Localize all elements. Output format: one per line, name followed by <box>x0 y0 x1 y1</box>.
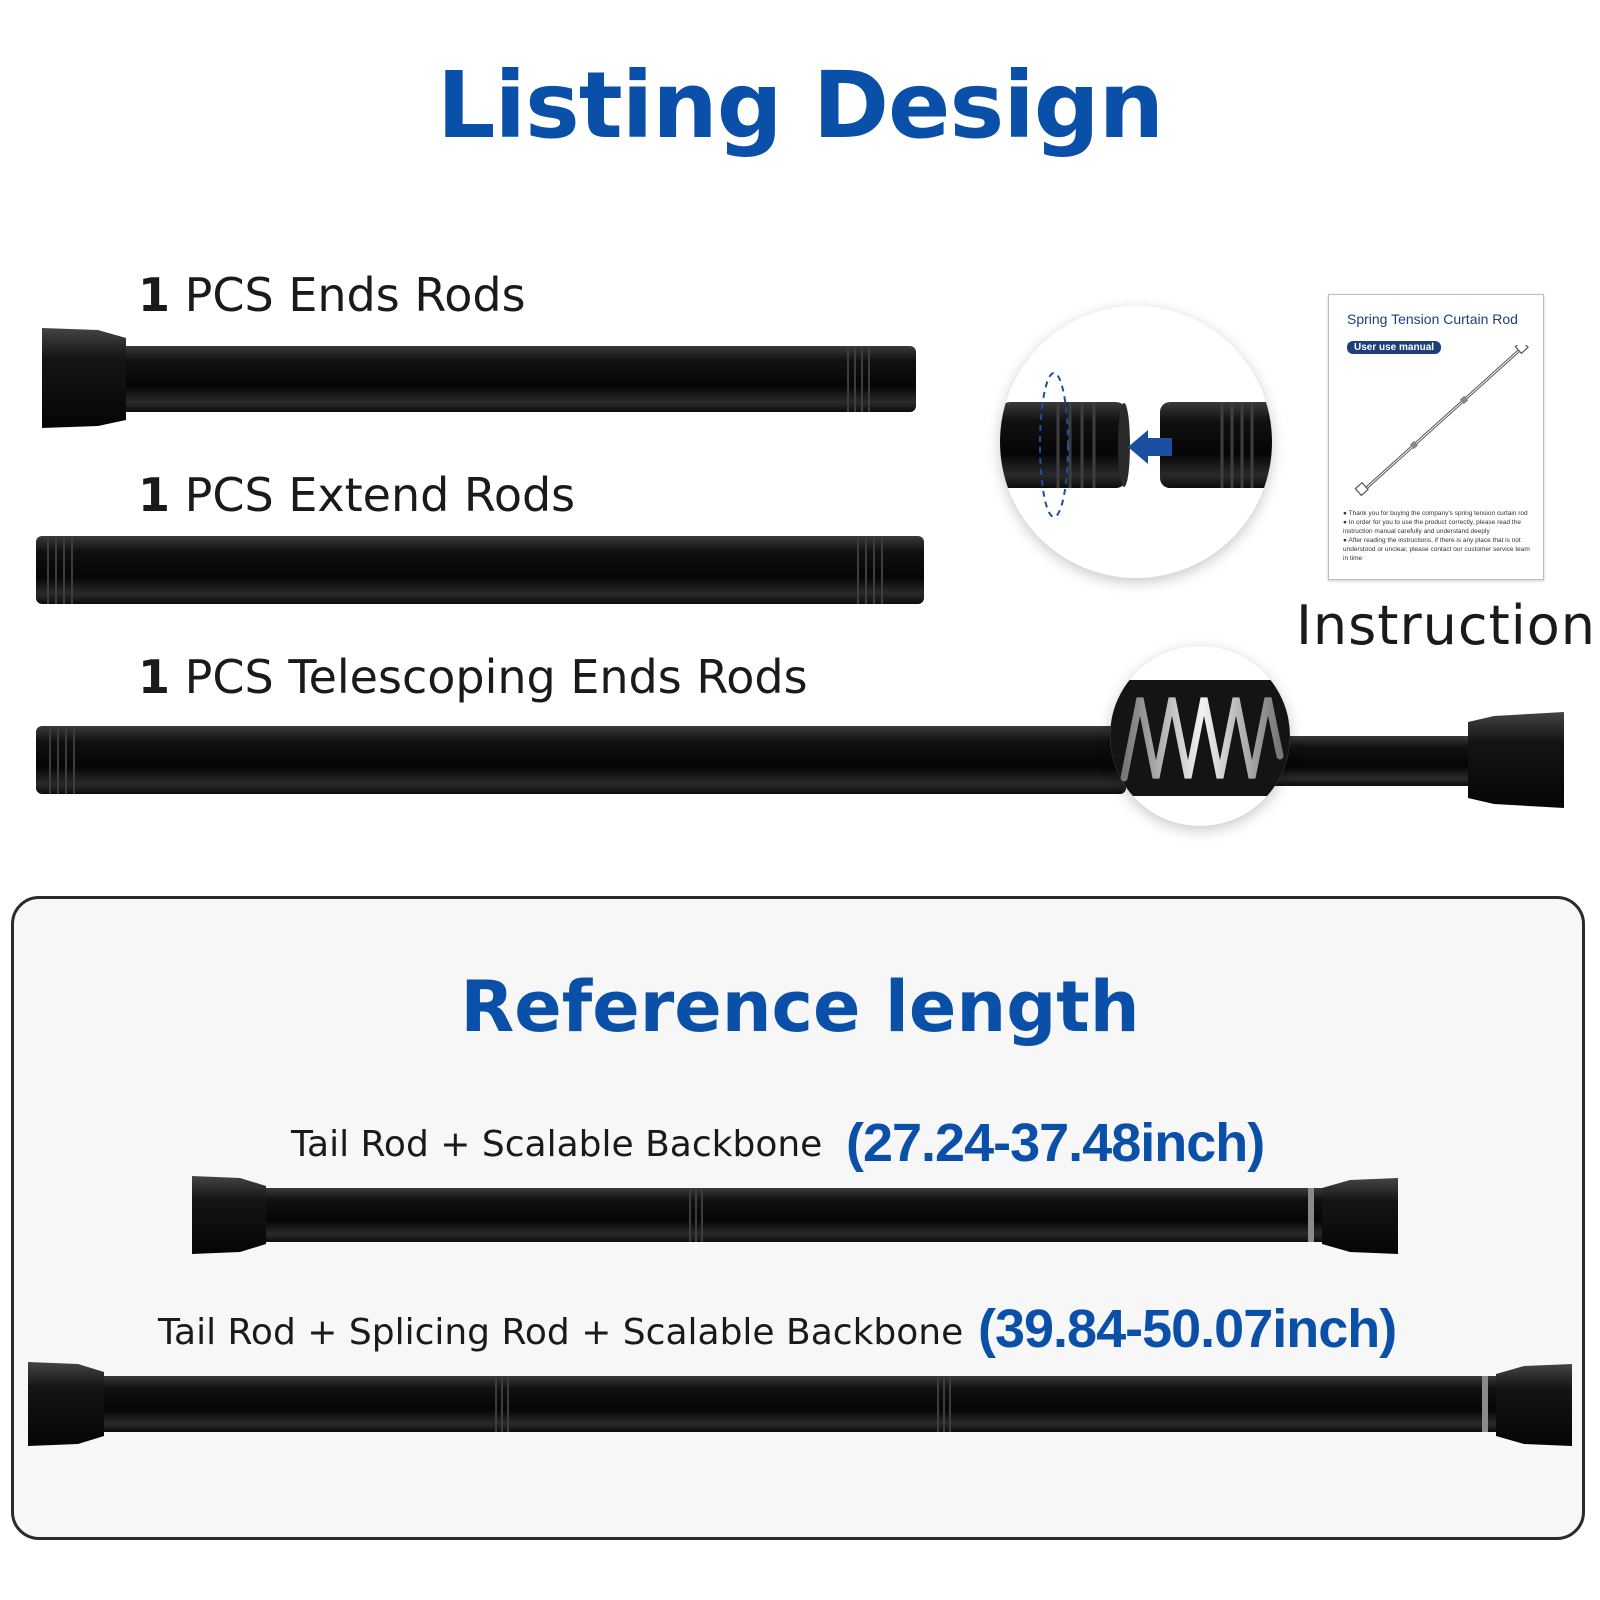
part-qty: 1 <box>138 268 171 322</box>
connection-detail-circle <box>1000 306 1272 578</box>
manual-badge: User use manual <box>1347 341 1442 354</box>
arrow-left-icon <box>1128 430 1172 464</box>
instruction-manual: Spring Tension Curtain Rod User use manu… <box>1328 294 1544 580</box>
manual-line: ● In order for you to use the product co… <box>1343 519 1521 535</box>
page-title: Listing Design <box>436 52 1164 159</box>
telescoping-rod-image <box>36 712 1564 808</box>
instruction-label: Instruction <box>1296 594 1597 657</box>
manual-line: ● Thank you for buying the company's spr… <box>1343 510 1528 517</box>
part-qty: 1 <box>138 650 171 704</box>
rod-diagram-icon <box>1354 345 1529 497</box>
spring-detail-circle <box>1110 646 1290 826</box>
spring-icon <box>1110 680 1290 796</box>
part-label-telescoping-rods: 1 PCS Telescoping Ends Rods <box>138 650 808 704</box>
thread-connection-icon <box>1000 372 1272 518</box>
manual-title: Spring Tension Curtain Rod <box>1347 311 1518 327</box>
part-name: PCS Ends Rods <box>184 268 526 322</box>
reference-title: Reference length <box>460 966 1140 1048</box>
part-name: PCS Extend Rods <box>184 468 576 522</box>
manual-text: ● Thank you for buying the company's spr… <box>1343 509 1533 563</box>
reference-label-2: Tail Rod + Splicing Rod + Scalable Backb… <box>158 1312 964 1353</box>
part-qty: 1 <box>138 468 171 522</box>
part-name: PCS Telescoping Ends Rods <box>184 650 808 704</box>
reference-length-1: (27.24-37.48inch) <box>846 1113 1265 1173</box>
reference-rod-2-image <box>28 1362 1572 1446</box>
ends-rod-image <box>42 328 916 428</box>
part-label-ends-rods: 1 PCS Ends Rods <box>138 268 526 322</box>
reference-rod-1-image <box>192 1176 1398 1254</box>
manual-line: ● After reading the instructions, if the… <box>1343 537 1530 562</box>
reference-length-2: (39.84-50.07inch) <box>978 1299 1397 1359</box>
part-label-extend-rods: 1 PCS Extend Rods <box>138 468 575 522</box>
reference-label-1: Tail Rod + Scalable Backbone <box>291 1124 823 1165</box>
extend-rod-image <box>36 536 924 604</box>
